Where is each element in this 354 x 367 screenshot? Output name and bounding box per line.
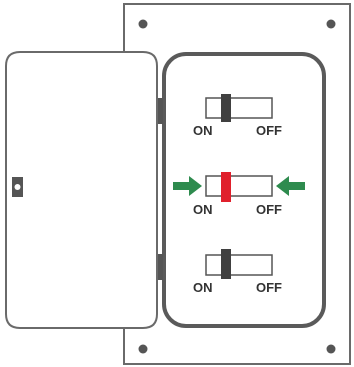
breaker-slot — [205, 175, 273, 197]
screw-icon — [138, 19, 148, 29]
hinge-top — [157, 98, 163, 124]
left-arrow-icon — [276, 176, 305, 196]
screw-icon — [326, 19, 336, 29]
breaker-1[interactable]: ON OFF — [193, 94, 282, 138]
breaker-handle[interactable] — [221, 94, 231, 122]
breaker-off-label: OFF — [256, 123, 282, 138]
right-arrow-icon — [173, 176, 202, 196]
breaker-handle-tripped[interactable] — [221, 172, 231, 202]
breaker-handle[interactable] — [221, 249, 231, 279]
breaker-off-label: OFF — [256, 280, 282, 295]
breaker-on-label: ON — [193, 280, 213, 295]
screw-icon — [138, 344, 148, 354]
breaker-3[interactable]: ON OFF — [193, 249, 282, 295]
breaker-slot — [205, 97, 273, 119]
latch-hole — [14, 184, 21, 190]
breaker-on-label: ON — [193, 123, 213, 138]
breaker-slot — [205, 254, 273, 276]
screw-icon — [326, 344, 336, 354]
breaker-2[interactable]: ON OFF — [173, 172, 305, 217]
hinge-bottom — [157, 254, 163, 280]
breaker-on-label: ON — [193, 202, 213, 217]
breaker-off-label: OFF — [256, 202, 282, 217]
panel-door[interactable] — [5, 51, 158, 329]
